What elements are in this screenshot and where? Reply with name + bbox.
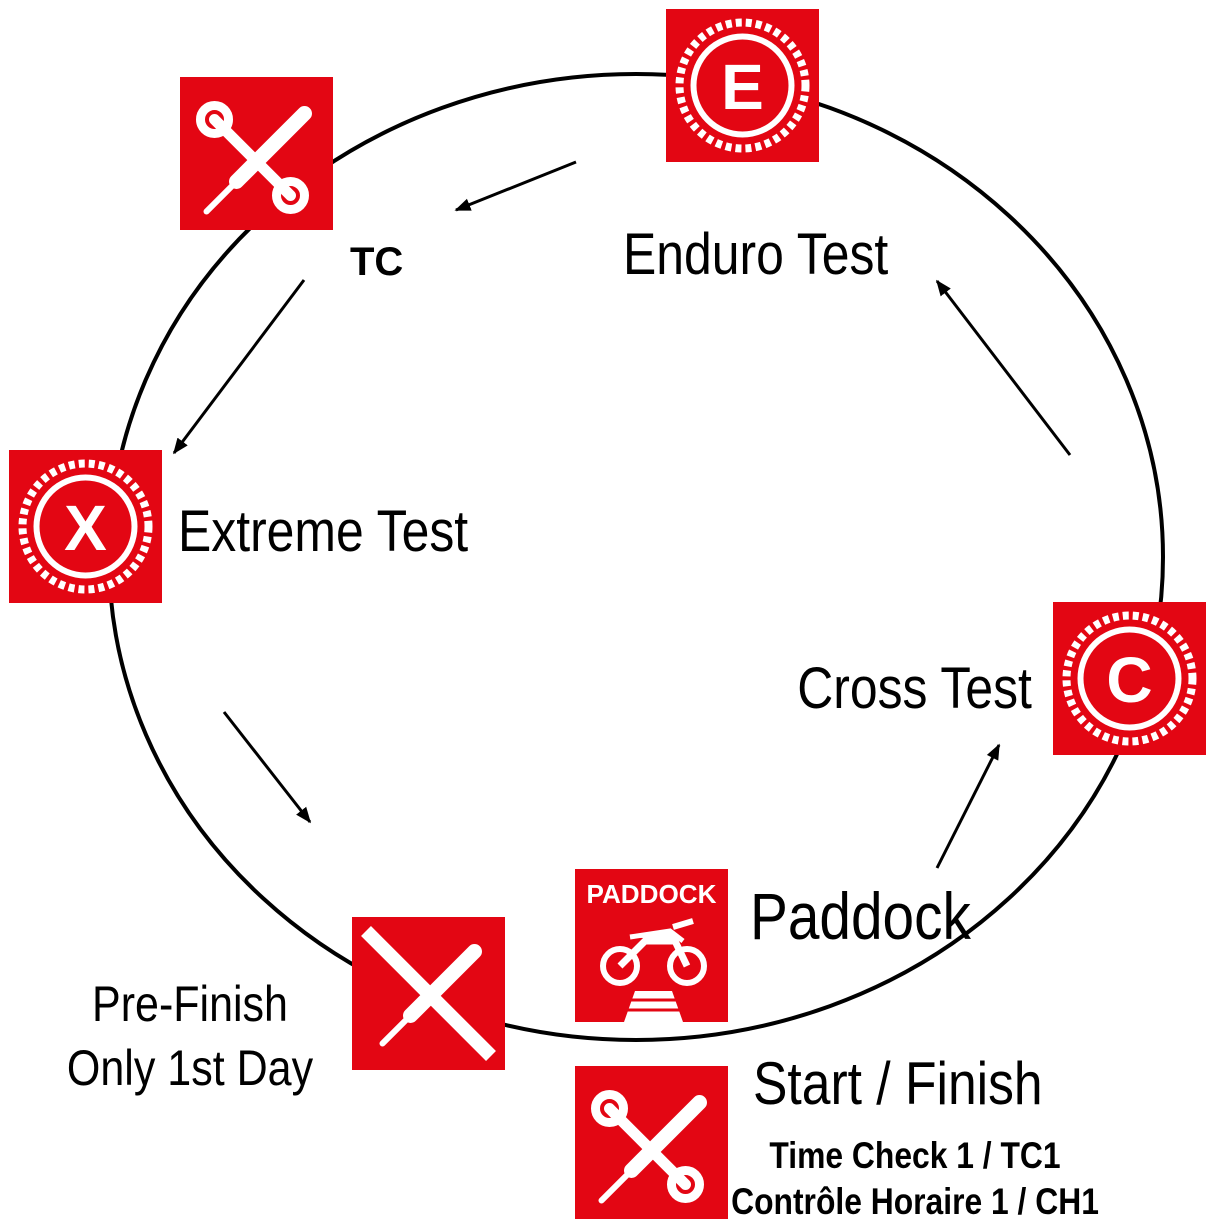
paddock-motorbike-icon xyxy=(600,918,707,986)
arrow-cross-to-enduro xyxy=(935,279,1072,456)
svg-text:E: E xyxy=(721,51,764,123)
prefinish-label-line2: Only 1st Day xyxy=(66,1040,314,1096)
time-check-label: Time Check 1 / TC1 xyxy=(769,1135,1061,1176)
extreme-test-label: Extreme Test xyxy=(178,499,469,564)
start-finish-tile xyxy=(575,1066,728,1219)
paddock-tile: PADDOCK xyxy=(575,869,728,1022)
extreme-test-badge-icon: X xyxy=(18,459,153,594)
paddock-label: Paddock xyxy=(750,879,971,953)
enduro-tile: E xyxy=(666,9,819,162)
cross-test-label: Cross Test xyxy=(797,656,1032,721)
arrow-tc-to-extreme xyxy=(172,279,306,455)
tools-icon xyxy=(196,101,312,215)
tools-icon xyxy=(591,1090,707,1204)
svg-text:X: X xyxy=(64,492,107,564)
enduro-test-label: Enduro Test xyxy=(623,222,889,287)
tc-tile xyxy=(180,77,333,230)
extreme-tile: X xyxy=(9,450,162,603)
arrow-paddock-to-cross xyxy=(935,743,1001,869)
paddock-sign-text: PADDOCK xyxy=(587,879,717,909)
cross-test-badge-icon: C xyxy=(1062,611,1197,746)
cross-tile: C xyxy=(1053,602,1206,755)
prefinish-label: Pre-Finish Only 1st Day xyxy=(61,972,319,1100)
svg-text:C: C xyxy=(1106,644,1152,716)
prefinish-tile xyxy=(352,917,505,1070)
tc-label: TC xyxy=(350,240,404,284)
arrow-enduro-to-tc xyxy=(454,160,577,212)
arrow-extreme-to-prefinish xyxy=(222,711,312,824)
start-finish-label: Start / Finish xyxy=(753,1050,1043,1117)
crossed-tools-icon xyxy=(361,926,496,1061)
prefinish-label-line1: Pre-Finish xyxy=(92,976,288,1032)
enduro-test-badge-icon: E xyxy=(675,18,810,153)
controle-horaire-label: Contrôle Horaire 1 / CH1 xyxy=(731,1181,1099,1222)
